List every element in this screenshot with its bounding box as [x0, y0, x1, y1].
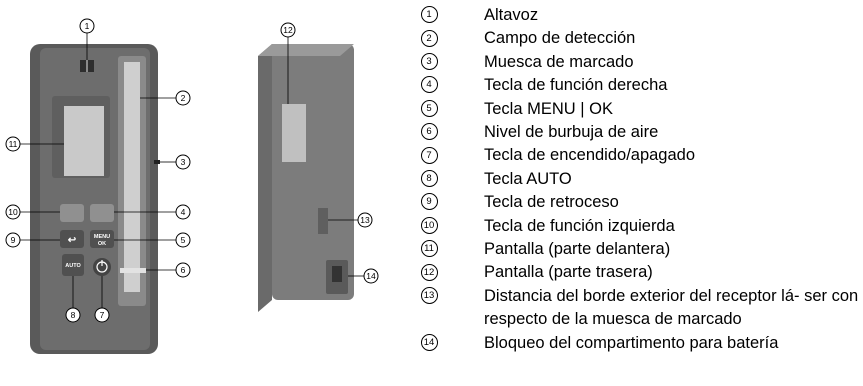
callout-2: 2	[175, 90, 191, 106]
callout-13: 13	[357, 212, 373, 228]
legend-text: Tecla de función derecha	[484, 76, 668, 95]
legend-text: Nivel de burbuja de aire	[484, 123, 659, 142]
bubble-level	[120, 268, 146, 273]
menu-key-label: MENU	[94, 234, 110, 240]
svg-text:14: 14	[366, 271, 376, 281]
ok-key-label: OK	[98, 241, 106, 247]
legend-text: Tecla AUTO	[484, 169, 572, 188]
legend-item: 13 Distancia del borde exterior del recep…	[420, 285, 860, 332]
left-function-key	[60, 204, 84, 222]
svg-text:6: 6	[181, 265, 186, 275]
svg-text:5: 5	[181, 235, 186, 245]
legend: 1 Altavoz 2 Campo de detección 3 Muesca de …	[420, 4, 860, 355]
speaker-slot	[86, 60, 88, 72]
marking-notch	[154, 160, 160, 164]
legend-item: 9 Tecla de retroceso	[420, 191, 860, 214]
legend-number: 3	[420, 52, 438, 70]
callout-10: 10	[5, 204, 21, 220]
legend-item: 8 Tecla AUTO	[420, 168, 860, 191]
battery-lock-latch	[332, 266, 342, 282]
svg-text:9: 9	[11, 235, 16, 245]
receiver-front-view: ↩ MENU OK AUTO	[30, 44, 160, 354]
legend-item: 14 Bloqueo del compartimento para batería	[420, 332, 860, 355]
rear-display	[282, 104, 306, 162]
legend-text: Tecla de función izquierda	[484, 216, 675, 235]
auto-key-label: AUTO	[65, 263, 81, 269]
legend-item: 4 Tecla de función derecha	[420, 74, 860, 97]
legend-item: 5 Tecla MENU | OK	[420, 98, 860, 121]
back-key	[60, 230, 84, 248]
legend-number: 6	[420, 123, 438, 141]
callout-5: 5	[175, 232, 191, 248]
legend-text: Pantalla (parte delantera)	[484, 240, 671, 259]
legend-text: Bloqueo del compartimento para batería	[484, 333, 779, 352]
svg-text:3: 3	[181, 157, 186, 167]
back-housing-top	[258, 44, 354, 56]
back-key-symbol: ↩	[68, 235, 77, 246]
legend-number: 4	[420, 76, 438, 94]
legend-number: 14	[420, 333, 438, 351]
legend-item: 3 Muesca de marcado	[420, 51, 860, 74]
svg-text:10: 10	[8, 207, 18, 217]
legend-number: 8	[420, 169, 438, 187]
svg-text:11: 11	[9, 139, 18, 149]
callout-7: 7	[94, 307, 110, 323]
callout-1: 1	[79, 18, 95, 34]
svg-text:8: 8	[71, 310, 76, 320]
legend-item: 7 Tecla de encendido/apagado	[420, 144, 860, 167]
legend-text: Tecla de encendido/apagado	[484, 146, 696, 165]
power-key	[93, 258, 111, 276]
legend-item: 2 Campo de detección	[420, 27, 860, 50]
svg-text:7: 7	[100, 310, 105, 320]
callout-6: 6	[175, 262, 191, 278]
legend-text: Distancia del borde exterior del recepto…	[484, 286, 859, 329]
svg-text:4: 4	[181, 207, 186, 217]
callout-4: 4	[175, 204, 191, 220]
legend-number: 10	[420, 216, 438, 234]
legend-number: 7	[420, 146, 438, 164]
legend-number: 1	[420, 6, 438, 24]
receiver-back-view	[258, 44, 354, 312]
legend-number: 5	[420, 99, 438, 117]
svg-text:2: 2	[181, 93, 186, 103]
callouts	[20, 32, 364, 308]
legend-item: 10 Tecla de función izquierda	[420, 215, 860, 238]
legend-number: 12	[420, 263, 438, 281]
legend-text: Campo de detección	[484, 29, 636, 48]
callout-8: 8	[65, 307, 81, 323]
legend-text: Muesca de marcado	[484, 52, 634, 71]
svg-text:12: 12	[283, 25, 293, 35]
svg-text:1: 1	[85, 21, 90, 31]
legend-item: 11 Pantalla (parte delantera)	[420, 238, 860, 261]
callout-14: 14	[363, 268, 379, 284]
legend-item: 6 Nivel de burbuja de aire	[420, 121, 860, 144]
legend-number: 2	[420, 29, 438, 47]
legend-text: Pantalla (parte trasera)	[484, 263, 653, 282]
callout-labels: 1 2 3 4 5 6 7 8 9 10 11 12 13 14	[5, 18, 379, 323]
legend-item: 12 Pantalla (parte trasera)	[420, 261, 860, 284]
right-function-key	[90, 204, 114, 222]
distance-marking	[318, 208, 328, 234]
legend-number: 11	[420, 240, 438, 258]
callout-11: 11	[5, 136, 21, 152]
legend-number: 9	[420, 193, 438, 211]
receiver-diagram: ↩ MENU OK AUTO 1 2	[5, 18, 379, 354]
callout-12: 12	[280, 22, 296, 38]
legend-item: 1 Altavoz	[420, 4, 860, 27]
front-display	[64, 106, 104, 176]
legend-text: Tecla MENU | OK	[484, 99, 613, 118]
callout-3: 3	[175, 154, 191, 170]
svg-text:13: 13	[360, 215, 370, 225]
back-housing-side	[258, 44, 272, 312]
menu-ok-key	[90, 230, 114, 248]
legend-number: 13	[420, 287, 438, 305]
callout-9: 9	[5, 232, 21, 248]
legend-text: Altavoz	[484, 6, 539, 24]
auto-key	[62, 254, 84, 276]
legend-text: Tecla de retroceso	[484, 193, 619, 212]
detection-field	[124, 62, 140, 292]
